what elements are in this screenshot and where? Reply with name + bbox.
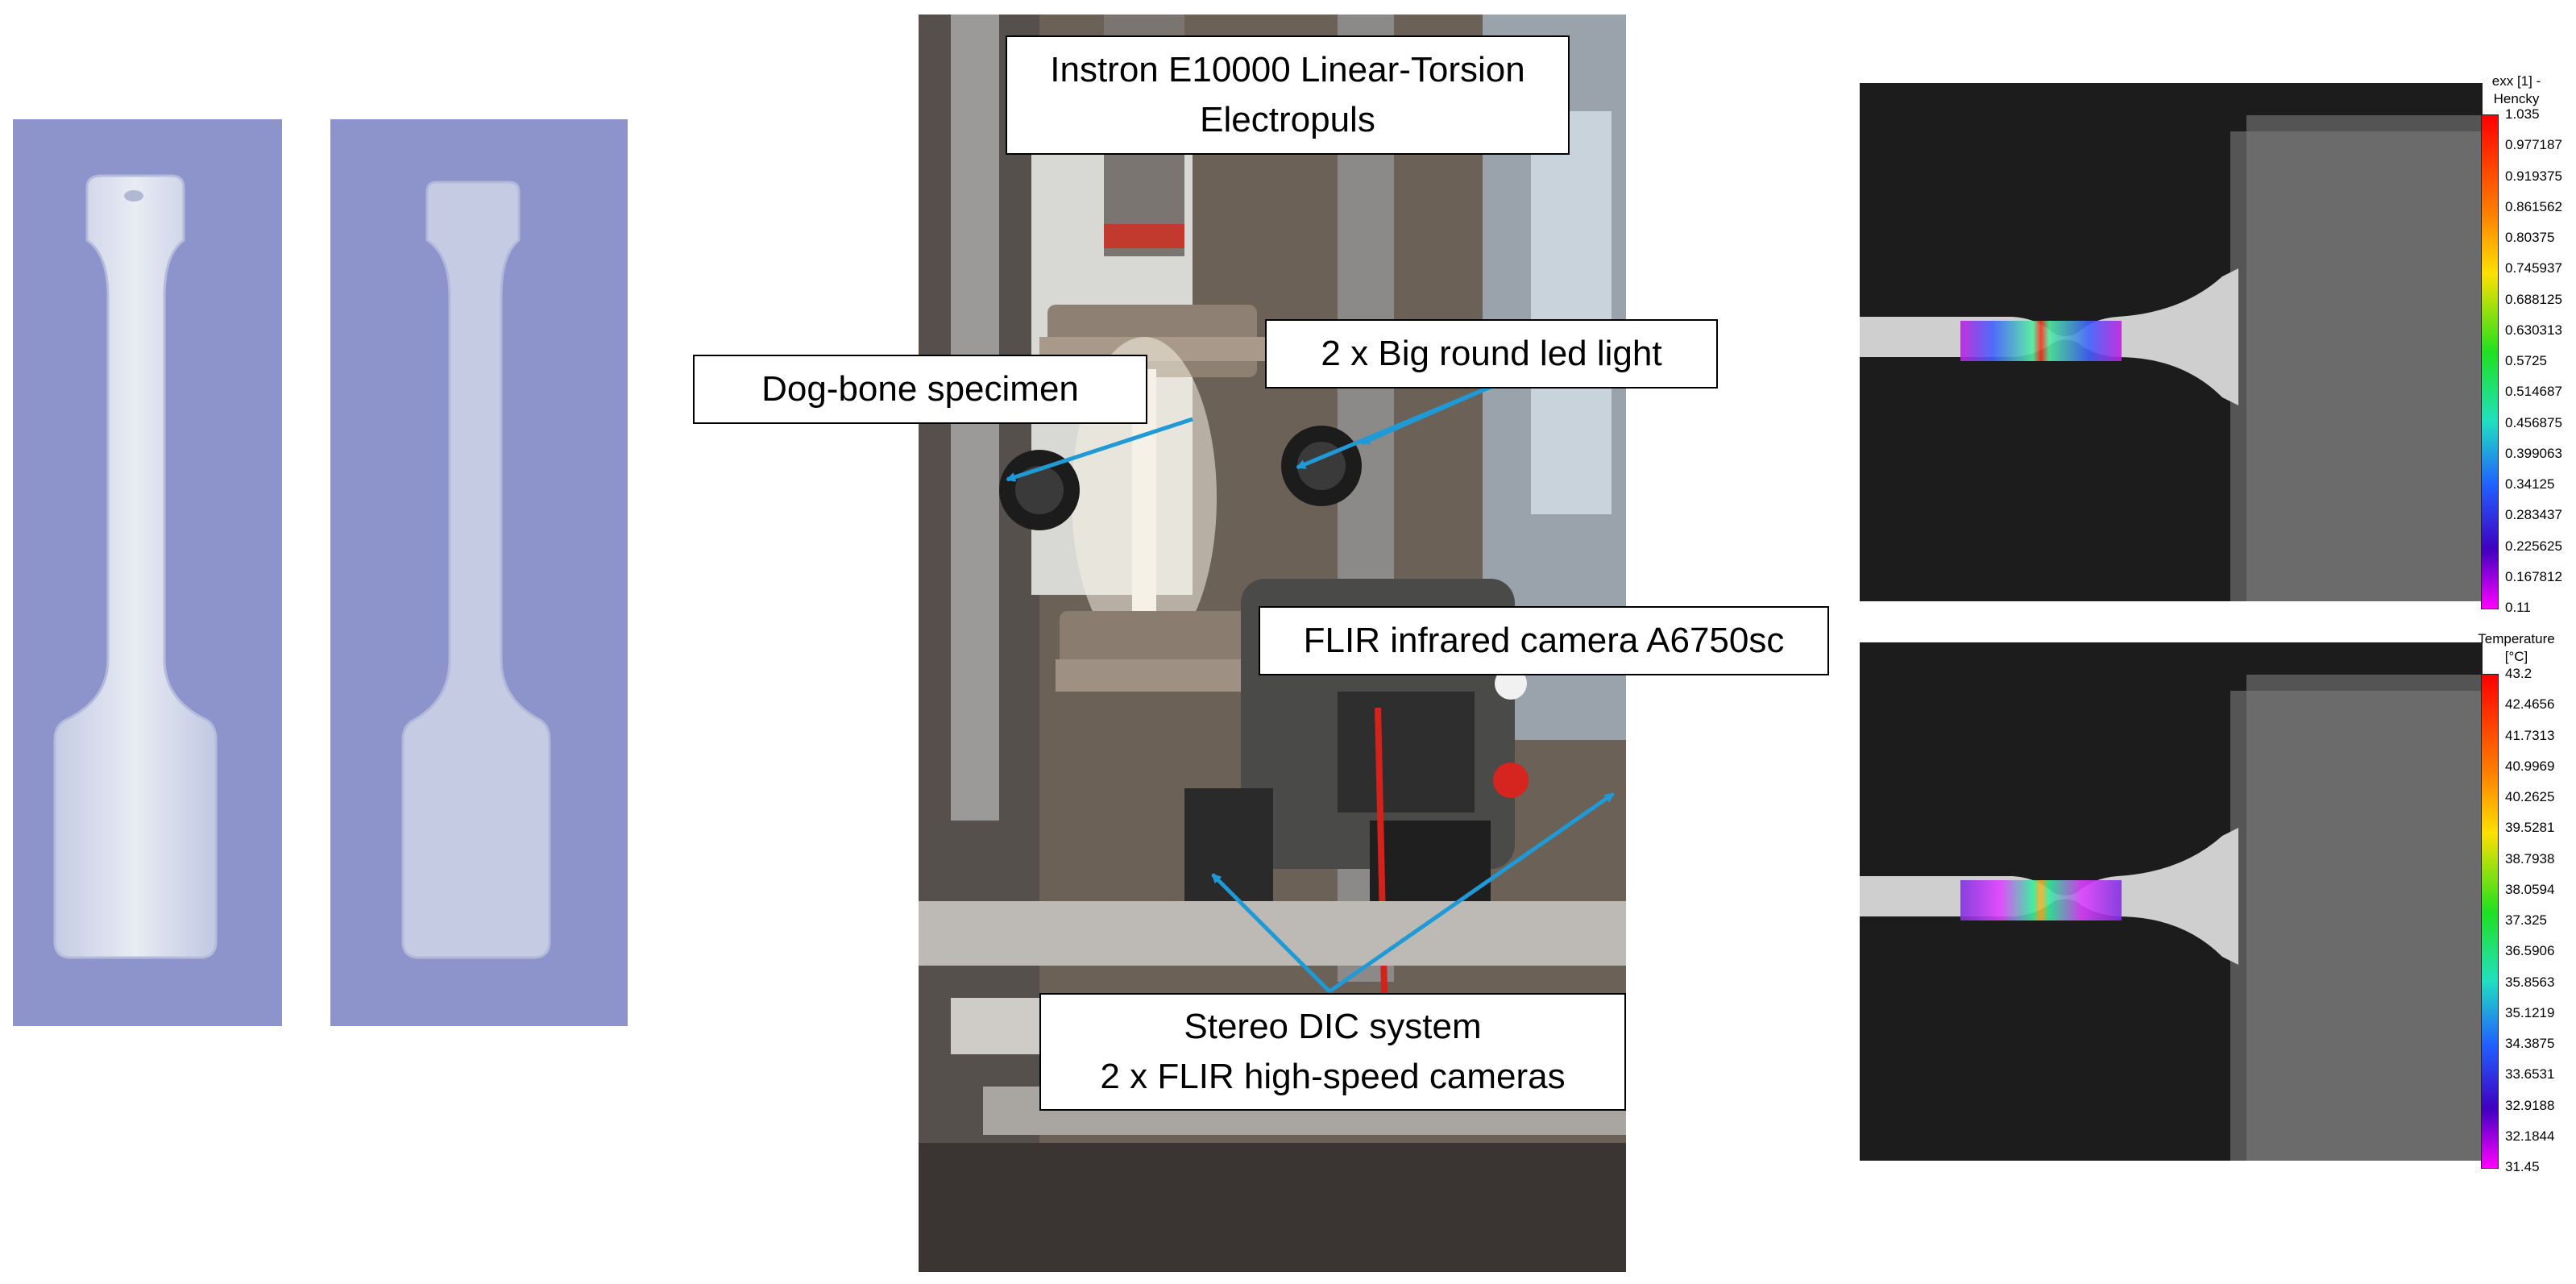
callout-leds-text: 2 x Big round led light xyxy=(1321,334,1662,373)
strain-colorbar-tick-label: 0.514687 xyxy=(2505,384,2562,400)
temperature-colorbar-tick-label: 35.8563 xyxy=(2505,974,2555,990)
temperature-colorbar-tick-label: 33.6531 xyxy=(2505,1066,2555,1082)
strain-colorbar-tick-label: 0.688125 xyxy=(2505,291,2562,307)
dogbone-specimen-frosted xyxy=(401,181,551,959)
strain-colorbar-tick-label: 0.456875 xyxy=(2505,414,2562,430)
temperature-colorbar-tick-label: 40.2625 xyxy=(2505,789,2555,804)
dogbone-specimen-transparent xyxy=(53,174,218,959)
temperature-colorbar-title-line1: Temperature xyxy=(2478,631,2555,646)
strain-colorbar-tick-label: 1.035 xyxy=(2505,106,2540,122)
specimen-photo-frosted xyxy=(330,119,628,1026)
callout-instron-line2: Electropuls xyxy=(1200,100,1375,139)
strain-colorbar-tick-label: 0.283437 xyxy=(2505,507,2562,523)
strain-colorbar-tick-label: 0.5725 xyxy=(2505,353,2547,368)
temperature-colorbar-tick-label: 36.5906 xyxy=(2505,943,2555,959)
strain-colorbar-tick-label: 0.80375 xyxy=(2505,230,2555,245)
temperature-field-image xyxy=(1860,675,2483,1161)
strain-colorbar-tick-label: 0.630313 xyxy=(2505,322,2562,338)
strain-colorbar-tick-label: 0.977187 xyxy=(2505,137,2562,153)
temperature-colorbar-labels: 43.2 42.4656 41.7313 40.9969 40.2625 39.5281 3… xyxy=(2505,666,2574,1174)
arrow-stereo-left xyxy=(1211,873,1331,993)
strain-colorbar xyxy=(2481,114,2499,609)
callout-stereo-line2: 2 x FLIR high-speed cameras xyxy=(1100,1057,1566,1096)
arrow-dogbone xyxy=(1006,417,1193,482)
temperature-colorbar-tick-label: 35.1219 xyxy=(2505,1004,2555,1020)
temperature-colorbar-title-line2: [°C] xyxy=(2504,649,2528,664)
temperature-colorbar xyxy=(2481,674,2499,1169)
strain-colorbar-tick-label: 0.399063 xyxy=(2505,445,2562,461)
strain-colorbar-tick-label: 0.745937 xyxy=(2505,260,2562,276)
temperature-colorbar-tick-label: 38.7938 xyxy=(2505,850,2555,866)
temperature-colorbar-tick-label: 32.9188 xyxy=(2505,1097,2555,1113)
callout-flir-text: FLIR infrared camera A6750sc xyxy=(1303,621,1785,660)
strain-colorbar-tick-label: 0.34125 xyxy=(2505,476,2555,492)
temperature-colorbar-tick-label: 31.45 xyxy=(2505,1159,2540,1174)
callout-stereo-line1: Stereo DIC system xyxy=(1184,1007,1482,1046)
strain-colorbar-labels: 1.035 0.977187 0.919375 0.861562 0.80375 0.74… xyxy=(2505,106,2574,615)
strain-colorbar-title: exx [1] - Hencky xyxy=(2472,73,2561,108)
strain-colorbar-title-line2: Hencky xyxy=(2493,91,2540,106)
temperature-colorbar-tick-label: 43.2 xyxy=(2505,666,2532,681)
callout-dogbone-text: Dog-bone specimen xyxy=(761,369,1079,409)
strain-colorbar-tick-label: 0.11 xyxy=(2505,600,2531,615)
temperature-colorbar-tick-label: 37.325 xyxy=(2505,912,2547,928)
arrow-led-right xyxy=(1360,384,1492,446)
temperature-colorbar-tick-label: 41.7313 xyxy=(2505,727,2555,743)
temperature-colorbar-tick-label: 40.9969 xyxy=(2505,758,2555,774)
temperature-colorbar-title: Temperature [°C] xyxy=(2472,630,2561,666)
callout-dogbone: Dog-bone specimen xyxy=(693,355,1147,424)
temperature-colorbar-tick-label: 42.4656 xyxy=(2505,696,2555,713)
callout-instron-line1: Instron E10000 Linear-Torsion xyxy=(1050,50,1525,89)
temperature-colorbar-tick-label: 32.1844 xyxy=(2505,1128,2555,1144)
temperature-colorbar-tick-label: 34.3875 xyxy=(2505,1036,2555,1051)
strain-colorbar-tick-label: 0.861562 xyxy=(2505,198,2562,214)
temperature-colorbar-tick-label: 38.0594 xyxy=(2505,881,2555,897)
temperature-colorbar-tick-label: 39.5281 xyxy=(2505,820,2555,836)
strain-colorbar-tick-label: 0.167812 xyxy=(2505,568,2562,584)
strain-field-image xyxy=(1860,115,2483,601)
callout-instron: Instron E10000 Linear-Torsion Electropul… xyxy=(1006,35,1570,155)
callout-leds: 2 x Big round led light xyxy=(1265,319,1718,389)
callout-stereo: Stereo DIC system 2 x FLIR high-speed ca… xyxy=(1039,993,1626,1111)
strain-field-panel xyxy=(1860,83,2483,601)
temperature-field-panel xyxy=(1860,642,2483,1161)
callout-flir: FLIR infrared camera A6750sc xyxy=(1259,606,1829,675)
strain-colorbar-tick-label: 0.225625 xyxy=(2505,538,2562,554)
specimen-photo-transparent xyxy=(13,119,282,1026)
strain-colorbar-title-line1: exx [1] - xyxy=(2491,73,2541,89)
arrow-stereo-right xyxy=(1328,792,1615,994)
strain-colorbar-tick-label: 0.919375 xyxy=(2505,168,2562,184)
